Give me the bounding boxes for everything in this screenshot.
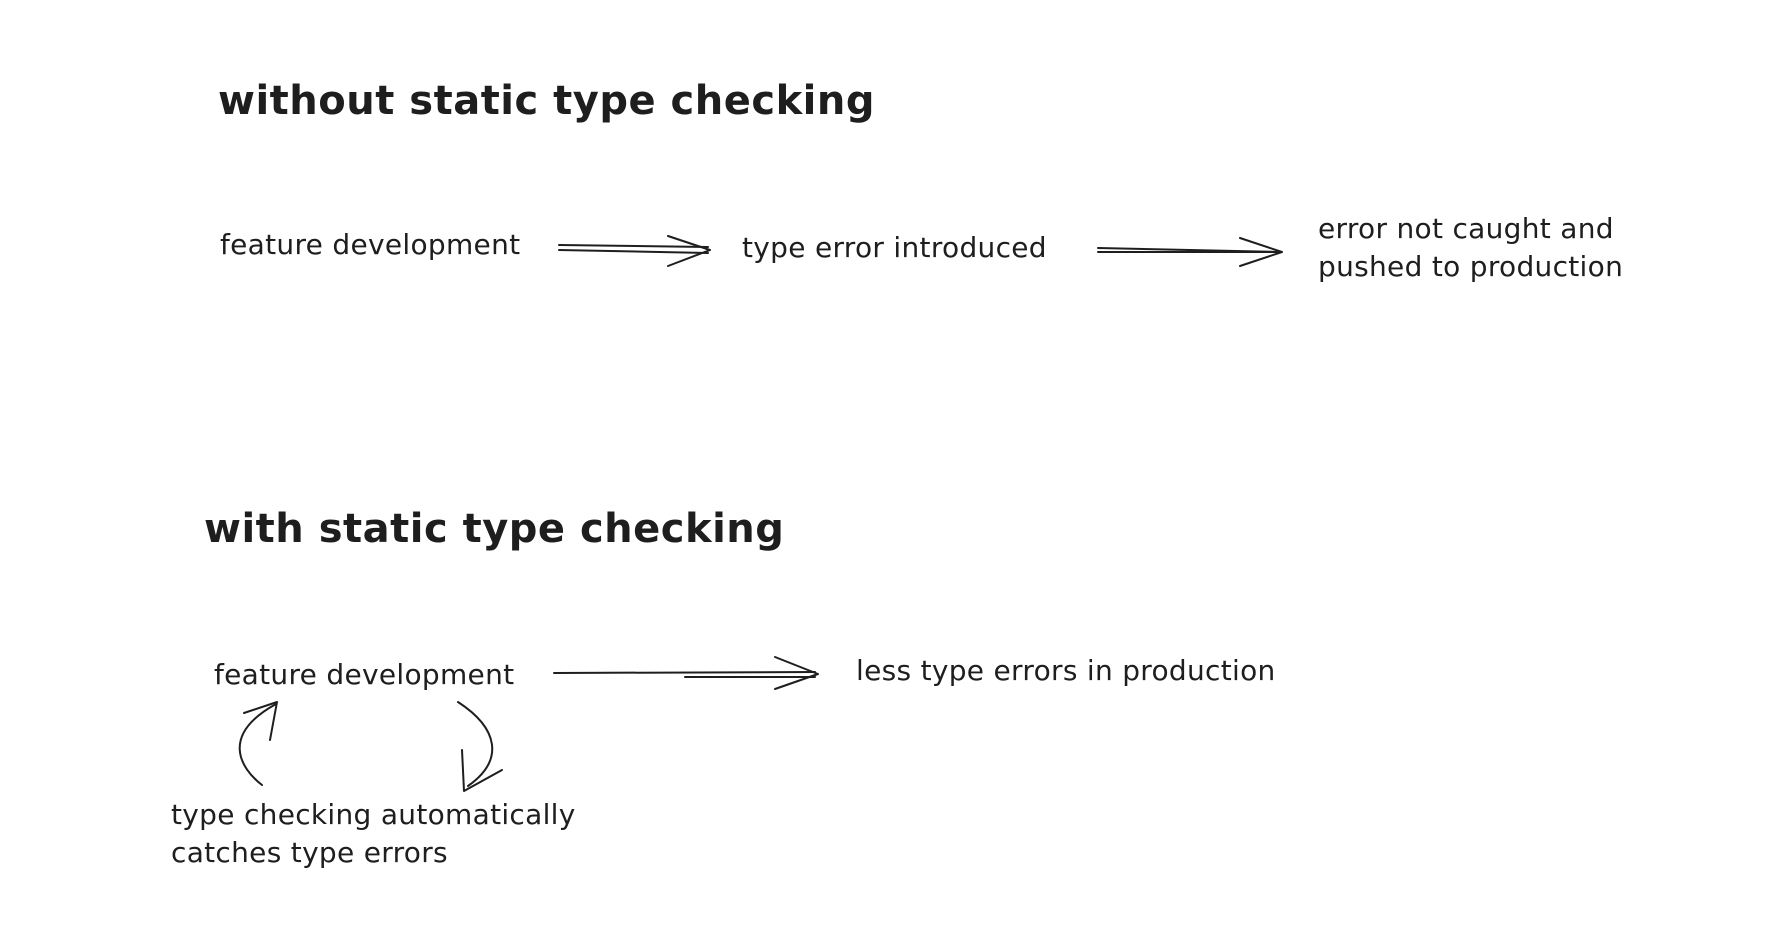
- section-title-without: without static type checking: [218, 78, 875, 124]
- loop-arrow-down: [457, 701, 503, 792]
- type-checking-note: type checking automatically catches type…: [171, 798, 576, 869]
- step-type-error-introduced: type error introduced: [742, 231, 1047, 264]
- step-feature-development-without: feature development: [220, 228, 521, 261]
- step-error-pushed-to-production: error not caught and pushed to productio…: [1318, 212, 1624, 283]
- arrow-type-error-to-production: [1097, 237, 1283, 267]
- step-feature-development-with: feature development: [214, 658, 515, 691]
- arrow-feature-to-type-error: [558, 235, 711, 267]
- step-less-type-errors: less type errors in production: [856, 654, 1276, 687]
- loop-arrow-up: [238, 701, 278, 786]
- section-title-with: with static type checking: [204, 506, 785, 552]
- arrow-feature-to-less-errors: [553, 656, 819, 690]
